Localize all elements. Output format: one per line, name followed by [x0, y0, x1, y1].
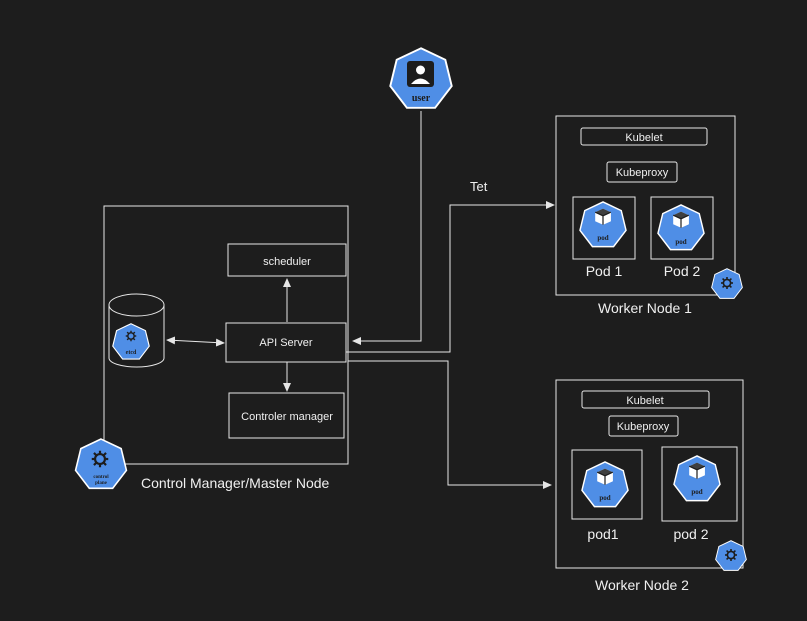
edge-api-to-worker-1-label: Tet	[470, 179, 488, 194]
controller-manager-box[interactable]	[228, 392, 345, 439]
pod-icon-label: pod	[675, 238, 686, 246]
worker-2-kubeproxy-box[interactable]	[608, 415, 679, 437]
worker-2-kubelet-box[interactable]	[581, 390, 710, 409]
control-plane-icon-group: control plane	[74, 438, 128, 490]
user-label: user	[412, 93, 431, 104]
worker-2-kubelet-label: Kubelet	[626, 395, 663, 407]
master-node-box	[103, 205, 349, 465]
worker-1-pod-2-label: Pod 2	[664, 263, 701, 279]
worker-node-2-box	[555, 379, 744, 569]
edge-api-to-worker-2	[348, 360, 552, 489]
scheduler-label: scheduler	[263, 256, 311, 268]
worker-1-kubelet-box[interactable]	[580, 127, 708, 146]
edge-user-to-api	[352, 111, 422, 345]
worker-node-icon	[711, 268, 743, 299]
api-server-box[interactable]	[225, 322, 347, 363]
pod-icon-label: pod	[599, 494, 610, 502]
user-node[interactable]: user	[389, 47, 453, 109]
edge-api-to-worker-1	[346, 201, 555, 353]
etcd-icon-label: etcd	[126, 350, 137, 356]
worker-2-pod-2-label: pod 2	[673, 526, 708, 542]
edge-etcd-api	[166, 336, 225, 347]
worker-2-pod-2-box[interactable]	[661, 446, 738, 522]
pod-icon-label: pod	[597, 234, 608, 242]
etcd-database[interactable]: etcd	[108, 293, 165, 368]
worker-1-pod-1-label: Pod 1	[586, 263, 623, 279]
worker-node-icon	[715, 540, 747, 571]
worker-2-kubeproxy-label: Kubeproxy	[617, 421, 670, 433]
worker-node-2-label: Worker Node 2	[595, 577, 689, 593]
master-node-label: Control Manager/Master Node	[141, 475, 330, 491]
worker-1-pod-2-box[interactable]	[650, 196, 714, 260]
control-plane-icon-label-1: control	[93, 475, 109, 480]
pod-icon-label: pod	[691, 488, 702, 496]
worker-node-1-label: Worker Node 1	[598, 300, 692, 316]
worker-1-kubelet-label: Kubelet	[625, 132, 662, 144]
worker-1-kubeproxy-label: Kubeproxy	[616, 167, 669, 179]
worker-2-pod-1-label: pod1	[587, 526, 618, 542]
worker-1-pod-1-box[interactable]	[572, 196, 636, 260]
api-server-label: API Server	[259, 337, 313, 349]
worker-2-pod-1-box[interactable]	[571, 449, 643, 520]
control-plane-icon-label-2: plane	[95, 481, 107, 486]
controller-manager-label: Controler manager	[241, 411, 333, 423]
worker-1-kubeproxy-box[interactable]	[606, 161, 678, 183]
worker-node-1-box	[555, 115, 736, 296]
scheduler-box[interactable]	[227, 243, 347, 277]
